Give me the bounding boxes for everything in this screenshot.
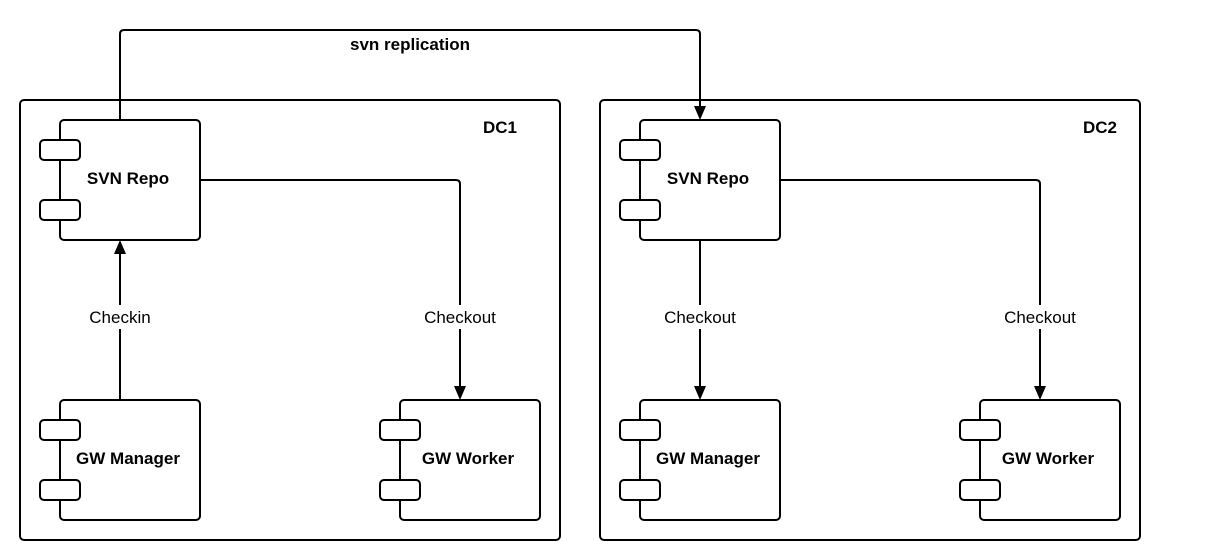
component-dc2-gw-manager-label: GW Manager — [656, 449, 760, 468]
container-dc1-frame — [19, 99, 561, 541]
edge-replication-label: svn replication — [350, 35, 470, 54]
component-port-icon — [959, 479, 1001, 501]
component-dc1-gw-worker: GW Worker — [379, 399, 541, 521]
component-port-icon — [39, 139, 81, 161]
component-dc1-gw-worker-body — [399, 399, 541, 521]
component-port-icon — [619, 419, 661, 441]
edge-dc1-checkin-label-bg — [84, 305, 156, 329]
edge-dc1-checkout-worker-label-bg — [418, 305, 502, 329]
edge-dc1-checkin-label: Checkin — [89, 308, 150, 327]
container-dc2-frame — [599, 99, 1141, 541]
edge-dc1-checkout-worker-label: Checkout — [424, 308, 496, 327]
component-port-icon — [619, 139, 661, 161]
edge-dc2-checkout-manager: Checkout — [658, 240, 742, 400]
edge-replication-line — [119, 29, 701, 120]
edge-replication-arrowhead — [694, 106, 706, 120]
edge-dc1-checkout-worker-line — [200, 179, 461, 388]
component-dc1-gw-manager-body — [59, 399, 201, 521]
component-dc1-gw-manager: GW Manager — [39, 399, 201, 521]
component-dc1-gw-worker-label: GW Worker — [422, 449, 515, 468]
component-dc1-svn-repo-label: SVN Repo — [87, 169, 169, 188]
container-dc2: DC2 — [599, 99, 1141, 541]
component-dc2-gw-worker-body — [979, 399, 1121, 521]
component-port-icon — [39, 479, 81, 501]
component-dc2-svn-repo-label: SVN Repo — [667, 169, 749, 188]
edge-dc2-checkout-worker-line — [780, 179, 1041, 388]
component-port-icon — [379, 419, 421, 441]
edge-dc1-checkout-worker: Checkout — [200, 179, 502, 400]
component-port-icon — [379, 479, 421, 501]
component-dc2-gw-worker-label: GW Worker — [1002, 449, 1095, 468]
edge-dc2-checkout-manager-arrowhead — [694, 386, 706, 400]
component-dc2-svn-repo-body — [639, 119, 781, 241]
component-port-icon — [39, 419, 81, 441]
container-dc1: DC1 — [19, 99, 561, 541]
edge-dc2-checkout-manager-label: Checkout — [664, 308, 736, 327]
component-port-icon — [619, 199, 661, 221]
edge-dc1-checkout-worker-arrowhead — [454, 386, 466, 400]
component-dc2-gw-manager: GW Manager — [619, 399, 781, 521]
edge-dc2-checkout-worker-label-bg — [998, 305, 1082, 329]
container-dc1-label: DC1 — [483, 118, 517, 137]
edge-dc2-checkout-manager-label-bg — [658, 305, 742, 329]
edge-dc1-checkin: Checkin — [84, 240, 156, 400]
container-dc2-label: DC2 — [1083, 118, 1117, 137]
component-dc2-gw-manager-body — [639, 399, 781, 521]
component-dc1-svn-repo-body — [59, 119, 201, 241]
component-dc2-svn-repo: SVN Repo — [619, 119, 781, 241]
edge-dc2-checkout-worker-label: Checkout — [1004, 308, 1076, 327]
component-port-icon — [39, 199, 81, 221]
component-port-icon — [619, 479, 661, 501]
edge-dc2-checkout-worker: Checkout — [780, 179, 1082, 400]
edge-dc1-checkin-arrowhead — [114, 240, 126, 254]
component-dc2-gw-worker: GW Worker — [959, 399, 1121, 521]
component-port-icon — [959, 419, 1001, 441]
component-dc1-svn-repo: SVN Repo — [39, 119, 201, 241]
component-dc1-gw-manager-label: GW Manager — [76, 449, 180, 468]
edge-dc2-checkout-worker-arrowhead — [1034, 386, 1046, 400]
edge-replication: svn replication — [119, 29, 706, 120]
